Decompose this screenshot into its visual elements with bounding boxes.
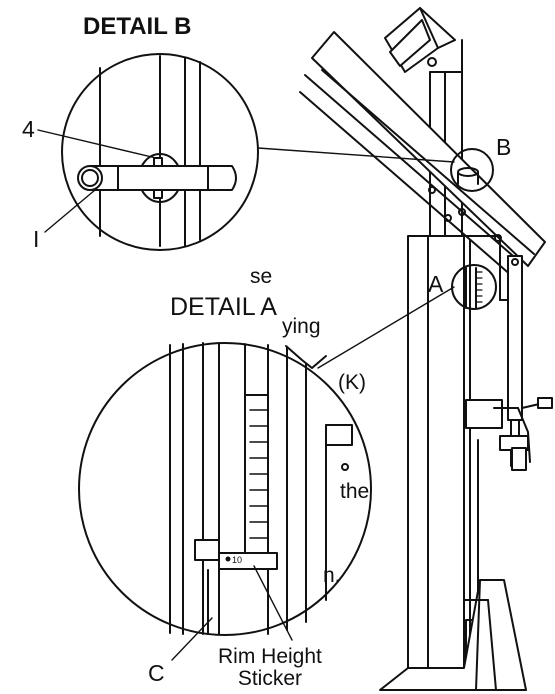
- detail-b-label-4: 4: [22, 116, 35, 142]
- detail-b-leader: [257, 147, 455, 163]
- pole-top-block: [384, 7, 456, 73]
- pole-base: [379, 579, 527, 691]
- cut-off-text-3: (K): [338, 371, 366, 394]
- detail-a-label-c: C: [148, 660, 165, 686]
- height-scale-a: [451, 264, 497, 310]
- main-label-a: A: [428, 271, 444, 297]
- detail-b-pin: [77, 157, 237, 199]
- detail-a-circle: [78, 342, 372, 636]
- sticker-label-line2: Sticker: [237, 667, 303, 690]
- rim-height-scale: [244, 394, 269, 561]
- main-label-b: B: [496, 134, 512, 160]
- detail-b-title: DETAIL B: [83, 13, 192, 40]
- label-c-leader: [171, 617, 213, 661]
- cut-off-text-2: ying: [282, 315, 321, 338]
- sticker-number: 10: [232, 555, 243, 565]
- diagonal-boom: [299, 31, 546, 277]
- cut-off-text-1: se: [250, 265, 273, 288]
- detail-b-label-i: I: [33, 226, 40, 252]
- detail-a-title: DETAIL A: [170, 293, 277, 321]
- rim-height-sticker: [194, 539, 278, 570]
- main-pole-assembly: [299, 7, 553, 691]
- detail-a-leader: [317, 286, 455, 369]
- cut-off-text-4: the: [340, 480, 370, 503]
- label-4-leader: [37, 129, 157, 159]
- hinge-b: [450, 148, 494, 192]
- detail-b-circle: [61, 53, 259, 251]
- lower-pole: [407, 235, 501, 669]
- label-i-leader: [44, 189, 96, 233]
- detail-a-view: [78, 286, 455, 661]
- crank-handle: [465, 397, 553, 471]
- cut-off-text-5: n.: [323, 564, 341, 587]
- detail-b-view: [37, 53, 455, 251]
- sticker-label-line1: Rim Height: [218, 645, 322, 668]
- sticker-label: Rim Height Sticker: [218, 646, 322, 690]
- sticker-leader: [253, 565, 293, 641]
- lift-strut: [499, 255, 523, 467]
